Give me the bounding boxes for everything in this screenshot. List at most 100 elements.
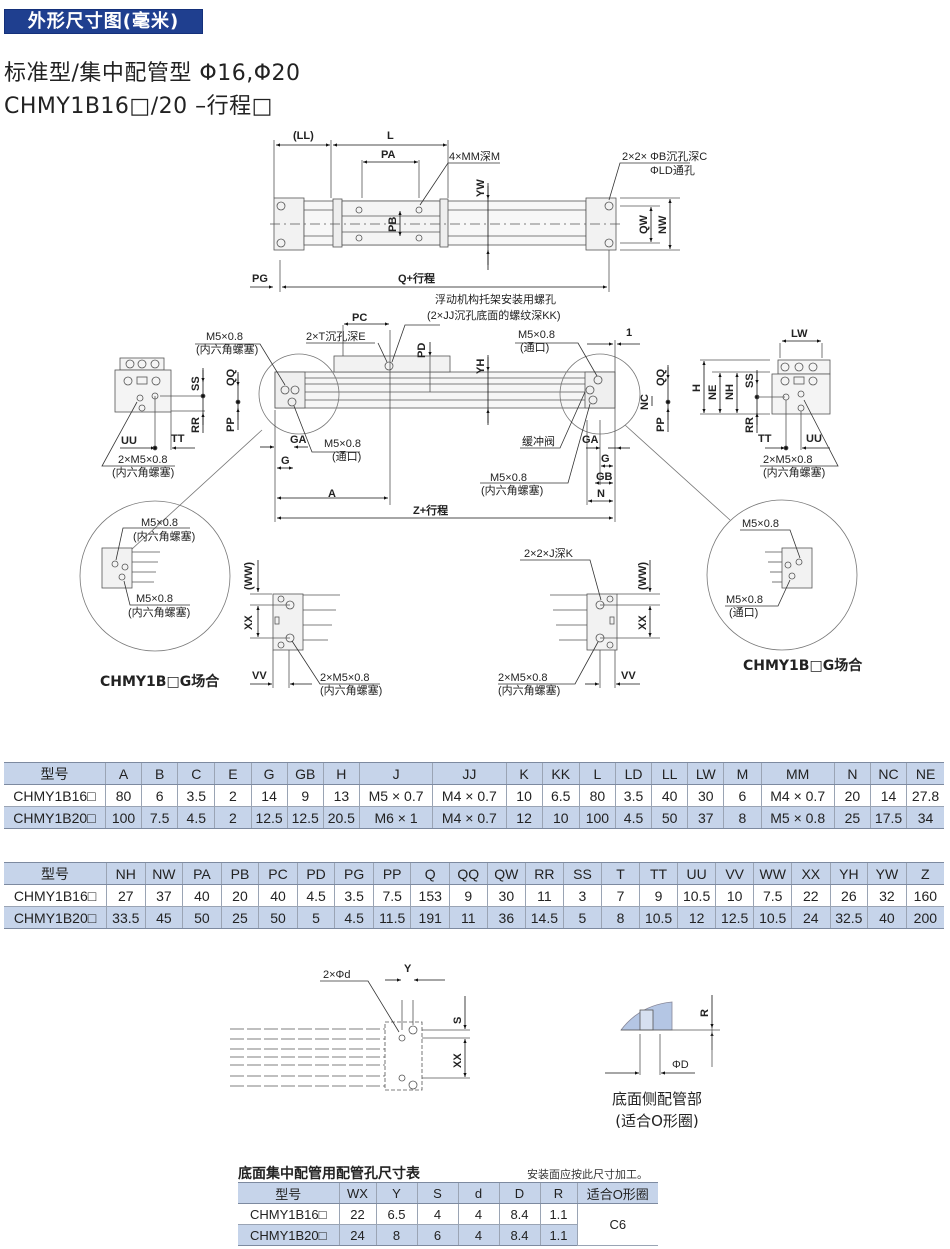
- value-cell: 12: [505, 806, 543, 829]
- oring-detail: [605, 995, 720, 1075]
- dim-label-yh: YH: [475, 359, 487, 374]
- value-cell: 12: [677, 906, 716, 929]
- label-m5-left-port: M5×0.8: [324, 438, 361, 450]
- label-g-right-m5c-note: (内六角螺塞): [498, 683, 560, 697]
- dim-label-g-left: G: [281, 455, 290, 467]
- dim-label-pd: PD: [416, 343, 428, 358]
- model-cell: CHMY1B20□: [4, 806, 106, 829]
- value-cell: 3.5: [177, 784, 215, 807]
- dim-label-yw: YW: [475, 179, 487, 197]
- value-cell: 27: [106, 884, 146, 907]
- label-m5-right-port-note: (通口): [520, 341, 549, 354]
- dim-label-pb: PB: [387, 217, 399, 232]
- value-cell: 50: [651, 806, 688, 829]
- dim-label-tt-right: TT: [758, 433, 772, 445]
- dim-label-xx-port: XX: [452, 1053, 464, 1068]
- label-b-hole: 2×2× ΦB沉孔深C: [622, 150, 707, 163]
- column-header: GB: [286, 762, 324, 785]
- dim-label-pc: PC: [352, 312, 367, 324]
- value-cell: 8: [723, 806, 762, 829]
- front-view-labels: 浮动机构托架安装用螺孔 (2×JJ沉孔底面的螺纹深KK) PC 2×T沉孔深E …: [196, 292, 667, 517]
- label-cushion-valve: 缓冲阀: [522, 434, 555, 448]
- value-cell: 32.5: [829, 906, 868, 929]
- port-table-title: 底面集中配管用配管孔尺寸表: [238, 1166, 420, 1182]
- dim-label-ss-right: SS: [744, 373, 756, 388]
- value-cell: 12.5: [714, 906, 754, 929]
- column-header: QW: [486, 862, 526, 885]
- dim-label-pg: PG: [252, 273, 268, 285]
- value-cell: 7.5: [372, 884, 411, 907]
- column-header: T: [601, 862, 640, 885]
- value-cell: 50: [258, 906, 298, 929]
- value-cell: 4.5: [177, 806, 215, 829]
- dim-label-nc: NC: [639, 394, 651, 410]
- label-ld-hole: ΦLD通孔: [650, 164, 695, 177]
- value-cell: 17.5: [869, 806, 907, 829]
- value-cell: 11: [449, 906, 488, 929]
- column-header: N: [833, 762, 871, 785]
- column-header: PP: [372, 862, 411, 885]
- column-header: K: [505, 762, 543, 785]
- value-cell: 6.5: [375, 1203, 417, 1225]
- column-header: PC: [258, 862, 298, 885]
- label-float-thread: (2×JJ沉孔底面的螺纹深KK): [427, 308, 561, 322]
- column-header: NH: [106, 862, 146, 885]
- column-header: C: [177, 762, 215, 785]
- model-subtitle: CHMY1B16□/20 –行程□: [4, 94, 273, 119]
- g-detail-right: [706, 499, 858, 651]
- value-cell: 3.5: [334, 884, 374, 907]
- column-header: S: [416, 1182, 458, 1204]
- value-cell: 14: [250, 784, 288, 807]
- value-cell: M6 × 1: [358, 806, 433, 829]
- column-header: d: [457, 1182, 499, 1204]
- value-cell: 100: [104, 806, 142, 829]
- label-mm-hole: 4×MM深M: [449, 150, 500, 163]
- dim-label-l: L: [387, 130, 394, 142]
- column-header: A: [104, 762, 142, 785]
- oring-caption-line2: (适合O形圈): [615, 1112, 699, 1130]
- dim-label-ss-left: SS: [190, 376, 202, 391]
- dim-label-s: S: [452, 1017, 464, 1024]
- value-cell: 32: [867, 884, 907, 907]
- column-header: LW: [687, 762, 724, 785]
- value-cell: 8.4: [498, 1224, 540, 1246]
- dim-label-ga-right: GA: [582, 434, 599, 446]
- value-cell: 160: [905, 884, 944, 907]
- dim-label-lw: LW: [791, 328, 808, 340]
- column-header: NE: [906, 762, 944, 785]
- value-cell: 20.5: [322, 806, 360, 829]
- top-view-labels: (LL) L PA 4×MM深M YW PB QW NW PG Q+行程 2×2…: [252, 130, 707, 285]
- dim-label-qq-right: QQ: [655, 368, 667, 386]
- value-cell: 3.5: [614, 784, 652, 807]
- column-header: E: [214, 762, 251, 785]
- dim-label-a: A: [328, 488, 336, 500]
- value-cell: 100: [578, 806, 616, 829]
- value-cell: M5 × 0.8: [760, 806, 835, 829]
- g-variant-caption-right: CHMY1B□G场合: [743, 658, 863, 674]
- value-cell: 37: [687, 806, 724, 829]
- dim-label-q: Q+行程: [398, 271, 435, 285]
- label-m5-left-port-note: (通口): [332, 450, 361, 463]
- dim-label-ww-right: (WW): [637, 562, 649, 590]
- value-cell: 33.5: [106, 906, 146, 929]
- label-g-right-m5b-note: (通口): [729, 606, 758, 619]
- column-header: 型号: [4, 862, 107, 885]
- dim-label-ne: NE: [707, 385, 719, 400]
- column-header: TT: [638, 862, 678, 885]
- value-cell: 9: [449, 884, 488, 907]
- column-header: 适合O形圈: [576, 1182, 658, 1204]
- dim-label-z: Z+行程: [413, 503, 448, 517]
- series-subtitle: 标准型/集中配管型 Φ16,Φ20: [4, 61, 301, 86]
- bottom-port-drawing: [230, 978, 470, 1091]
- column-header: Z: [905, 862, 944, 885]
- dim-label-phi-d-large: ΦD: [672, 1059, 689, 1071]
- dim-label-xx-right: XX: [637, 615, 649, 630]
- column-header: R: [539, 1182, 577, 1204]
- dim-label-qq-left: QQ: [225, 368, 237, 386]
- dim-label-vv-right: VV: [621, 670, 636, 682]
- dim-label-y: Y: [404, 963, 412, 975]
- column-header: SS: [562, 862, 602, 885]
